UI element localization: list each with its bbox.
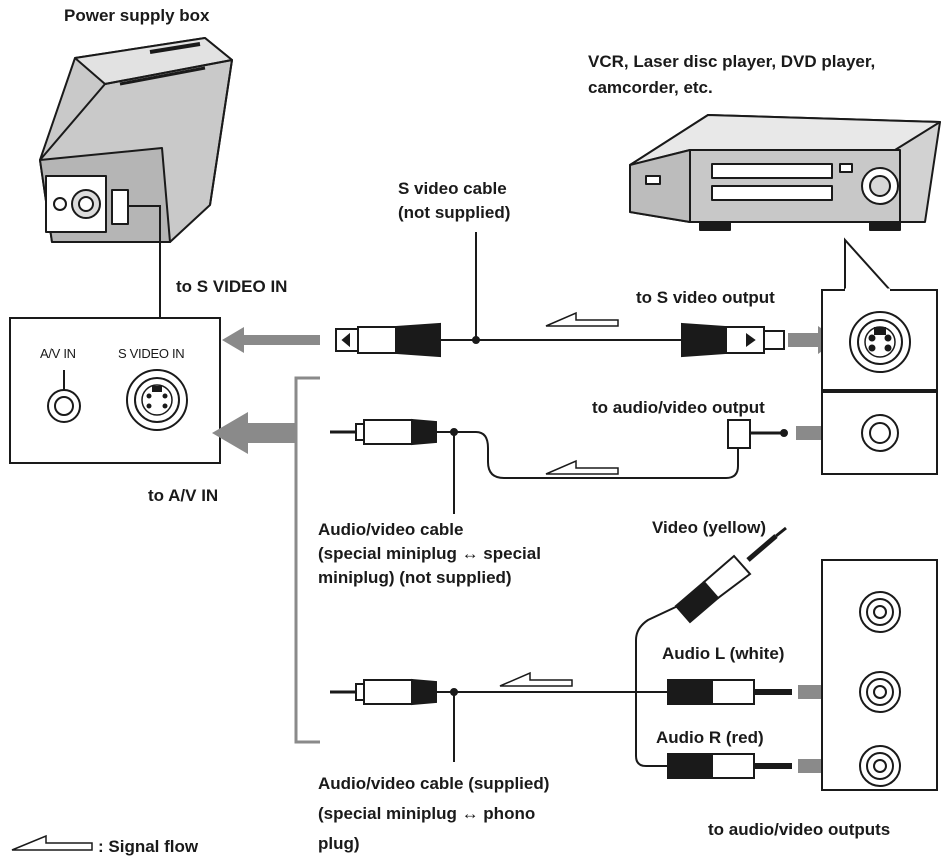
- source-devices-label-2: camcorder, etc.: [588, 78, 713, 97]
- to-s-video-in-label: to S VIDEO IN: [176, 277, 288, 296]
- power-supply-box-illustration: [39, 37, 233, 243]
- to-av-in-label: to A/V IN: [148, 486, 219, 505]
- signal-flow-arrow-1: [545, 311, 619, 327]
- signal-flow-arrow-3: [499, 671, 573, 687]
- s-video-cable: [335, 232, 785, 358]
- signal-flow-arrow-2: [545, 459, 619, 475]
- av-in-jack-label: A/V IN: [40, 346, 76, 361]
- to-audio-video-output-label: to audio/video output: [592, 398, 765, 417]
- audio-l-white-label: Audio L (white): [662, 644, 785, 663]
- signal-flow-legend-label: : Signal flow: [98, 837, 199, 856]
- av-outputs-panel: [821, 559, 938, 791]
- cable-bracket: [294, 376, 320, 744]
- input-panel: [9, 317, 221, 464]
- s-video-in-arrow: [222, 327, 320, 353]
- av-cable1-label-3: miniplug) (not supplied): [318, 568, 512, 587]
- av-cable2-label-2: (special miniplug ↔ phono: [318, 804, 536, 823]
- to-audio-video-outputs-label: to audio/video outputs: [708, 820, 891, 839]
- av-in-arrow: [212, 412, 296, 454]
- av-cable1-label-2: (special miniplug ↔ special: [318, 544, 541, 563]
- to-s-video-output-label: to S video output: [636, 288, 775, 307]
- av-cable1-label-1: Audio/video cable: [318, 520, 464, 539]
- video-yellow-label: Video (yellow): [652, 518, 766, 537]
- av-output-callout: [821, 391, 938, 475]
- s-video-in-jack-label: S VIDEO IN: [118, 346, 185, 361]
- av-cable-phono: [330, 526, 792, 779]
- av-cable-miniplug: [330, 418, 788, 514]
- signal-flow-legend-icon: [11, 834, 93, 851]
- audio-r-red-label: Audio R (red): [656, 728, 764, 747]
- power-supply-box-label: Power supply box: [64, 6, 210, 25]
- power-supply-cable: [128, 205, 161, 318]
- av-cable2-label-1: Audio/video cable (supplied): [318, 774, 550, 793]
- s-video-output-callout: [821, 237, 938, 391]
- av-cable2-label-3: plug): [318, 834, 360, 853]
- s-video-cable-label-1: S video cable: [398, 179, 507, 198]
- source-devices-label-1: VCR, Laser disc player, DVD player,: [588, 52, 876, 71]
- s-video-cable-label-2: (not supplied): [398, 203, 511, 222]
- vcr-illustration: [629, 114, 941, 231]
